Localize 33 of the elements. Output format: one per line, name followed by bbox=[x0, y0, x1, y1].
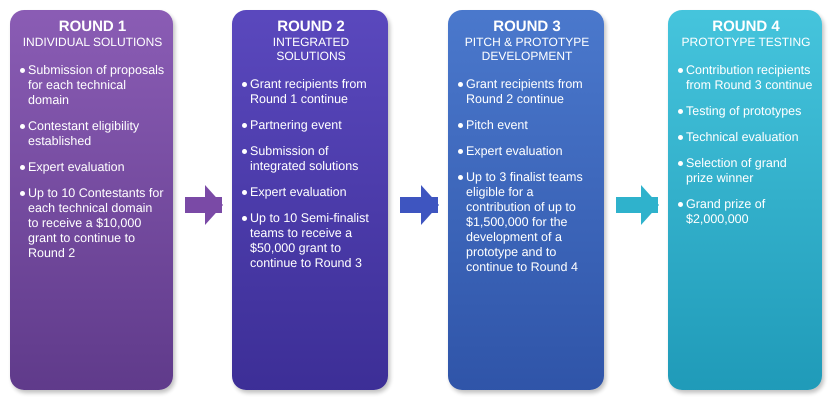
round-heading: ROUND 3 bbox=[492, 18, 562, 35]
round-subheading: PITCH & PROTOTYPE DEVELOPMENT bbox=[464, 35, 590, 63]
bullet-text: Technical evaluation bbox=[686, 130, 799, 145]
bullet-text: Expert evaluation bbox=[28, 160, 125, 175]
arrow bbox=[185, 185, 223, 225]
round-card bbox=[668, 10, 822, 390]
round-subheading: INDIVIDUAL SOLUTIONS bbox=[22, 35, 164, 49]
bullet-text: Up to 10 Contestants for each technical domain to receive a $10,000 grant to continue to Round 2 bbox=[28, 186, 164, 261]
bullet-text: Grand prize of $2,000,000 bbox=[686, 197, 766, 227]
bullet-text: Up to 3 finalist teams eligible for a contribution of up to $1,500,000 for the development of a prototype and to continue to Round 4 bbox=[466, 170, 584, 275]
round-subheading: PROTOTYPE TESTING bbox=[680, 35, 812, 49]
round-heading: ROUND 4 bbox=[711, 18, 781, 35]
bullet-text: Expert evaluation bbox=[466, 144, 563, 159]
bullet-text: Submission of integrated solutions bbox=[250, 144, 360, 174]
bullet-text: Testing of prototypes bbox=[686, 104, 802, 119]
bullet-text: Grant recipients from Round 2 continue bbox=[466, 77, 584, 107]
bullet-text: Contribution recipients from Round 3 continue bbox=[686, 63, 814, 93]
arrow bbox=[616, 185, 659, 225]
bullet-text: Partnering event bbox=[250, 118, 342, 133]
arrow bbox=[400, 185, 439, 225]
round-card bbox=[10, 10, 173, 390]
round-heading: ROUND 1 bbox=[58, 18, 128, 35]
bullet-text: Pitch event bbox=[466, 118, 528, 133]
bullet-text: Expert evaluation bbox=[250, 185, 347, 200]
round-card bbox=[232, 10, 388, 390]
round-subheading: INTEGRATED SOLUTIONS bbox=[272, 35, 350, 63]
bullet-text: Up to 10 Semi-finalist teams to receive a $50,000 grant to continue to Round 3 bbox=[250, 211, 370, 271]
bullet-text: Submission of proposals for each technical domain bbox=[28, 63, 165, 108]
round-card bbox=[448, 10, 604, 390]
bullet-text: Selection of grand prize winner bbox=[686, 156, 788, 186]
bullet-text: Contestant eligibility established bbox=[28, 119, 140, 149]
round-heading: ROUND 2 bbox=[276, 18, 346, 35]
bullet-text: Grant recipients from Round 1 continue bbox=[250, 77, 368, 107]
